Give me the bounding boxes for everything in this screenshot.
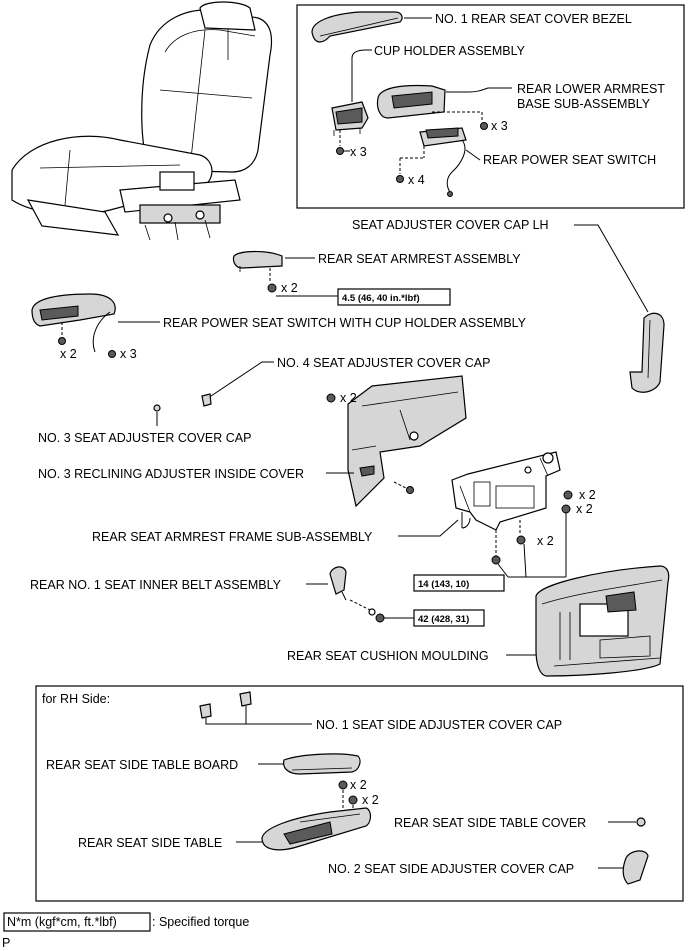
label-rear-seat-armrest-frame: REAR SEAT ARMREST FRAME SUB-ASSEMBLY [92,530,373,544]
label-rear-seat-cushion-moulding: REAR SEAT CUSHION MOULDING [287,649,489,663]
no4-cover-cap-part [201,393,212,407]
qty-switch-screws: x 4 [408,173,425,187]
qty-frame-bolts-b: x 2 [537,534,554,548]
cover-bezel-part [311,11,403,43]
washer-icon [368,608,376,616]
qty-frame-bolts-a: x 2 [579,488,596,502]
label-rear-lower-armrest-1: REAR LOWER ARMREST [517,82,665,96]
qty-inside-cover-bolts: x 2 [340,391,357,405]
qty-switch-cupholder-screws-a: x 2 [60,347,77,361]
legend-torque-text: : Specified torque [152,915,249,929]
lower-armrest-base-part [376,84,446,119]
reclining-inside-cover-part [347,375,467,508]
bolt-icon [516,535,526,545]
armrest-components-box [296,4,685,209]
label-no4-seat-adjuster-cover-cap: NO. 4 SEAT ADJUSTER COVER CAP [277,356,490,370]
torque-armrest: 4.5 (46, 40 in.*lbf) [342,293,420,304]
rh-side-title: for RH Side: [42,692,110,706]
cover-cap-lh-part [629,312,665,393]
torque-frame: 14 (143, 10) [418,579,469,590]
label-no1-rear-seat-cover-bezel: NO. 1 REAR SEAT COVER BEZEL [435,12,632,26]
power-seat-switch-part [419,127,467,197]
bolt-icon [326,393,336,403]
label-no3-seat-adjuster-cover-cap: NO. 3 SEAT ADJUSTER COVER CAP [38,431,251,445]
screw-icon [406,486,414,494]
seat-illustration [11,1,273,241]
label-rear-seat-side-table-board: REAR SEAT SIDE TABLE BOARD [46,758,238,772]
screw-icon [396,175,404,183]
rh-side-box [35,685,684,902]
label-rear-lower-armrest-2: BASE SUB-ASSEMBLY [517,97,651,111]
bolt-icon [267,283,277,293]
qty-armrest-base-screws: x 3 [491,119,508,133]
armrest-assembly-part [232,250,283,272]
screw-icon [480,122,488,130]
label-seat-adjuster-cover-cap-lh: SEAT ADJUSTER COVER CAP LH [352,218,549,232]
label-rear-seat-side-table: REAR SEAT SIDE TABLE [78,836,222,850]
corner-mark: P [2,936,10,950]
label-rear-power-seat-switch-with-cup-holder: REAR POWER SEAT SWITCH WITH CUP HOLDER A… [163,316,527,330]
side-table-board-part [283,753,361,775]
no2-side-cover-cap-part [622,850,649,885]
label-rear-seat-armrest-assembly: REAR SEAT ARMREST ASSEMBLY [318,252,521,266]
label-no2-seat-side-adjuster-cover-cap: NO. 2 SEAT SIDE ADJUSTER COVER CAP [328,862,574,876]
side-table-part [261,807,372,851]
bolt-icon [563,490,573,500]
nut-icon [348,795,358,805]
label-cup-holder-assembly: CUP HOLDER ASSEMBLY [374,44,526,58]
inner-belt-part [329,566,347,601]
qty-side-table-bolts: x 2 [350,778,367,792]
label-no1-seat-side-adjuster-cover-cap: NO. 1 SEAT SIDE ADJUSTER COVER CAP [316,718,562,732]
qty-switch-cupholder-screws-b: x 3 [120,347,137,361]
legend-torque-unit: N*m (kgf*cm, ft.*lbf) [7,915,117,929]
side-table-cover-part [636,817,646,827]
no3-cover-cap-part [153,404,161,412]
label-no3-reclining-adjuster-inside-cover: NO. 3 RECLINING ADJUSTER INSIDE COVER [38,467,304,481]
bolt-icon [375,613,385,623]
label-rear-seat-side-table-cover: REAR SEAT SIDE TABLE COVER [394,816,586,830]
label-rear-no1-seat-inner-belt: REAR NO. 1 SEAT INNER BELT ASSEMBLY [30,578,282,592]
qty-side-table-nuts: x 2 [362,793,379,807]
screw-icon [58,337,66,345]
bolt-icon [491,555,501,565]
cushion-moulding-part [535,565,670,677]
bolt-icon [338,780,348,790]
qty-frame-nuts: x 2 [576,502,593,516]
no1-side-cover-cap-part [239,691,252,707]
torque-belt: 42 (428, 31) [418,614,469,625]
switch-with-cup-holder-part [31,293,116,353]
no1-side-cover-cap-part [199,703,212,719]
label-rear-power-seat-switch: REAR POWER SEAT SWITCH [483,153,656,167]
screw-icon [108,350,116,358]
screw-icon [336,147,350,155]
qty-armrest-bolts: x 2 [281,281,298,295]
qty-cup-holder-screws: x 3 [350,145,367,159]
cup-holder-part [331,101,369,136]
nut-icon [561,504,571,514]
armrest-frame-part [451,451,561,531]
